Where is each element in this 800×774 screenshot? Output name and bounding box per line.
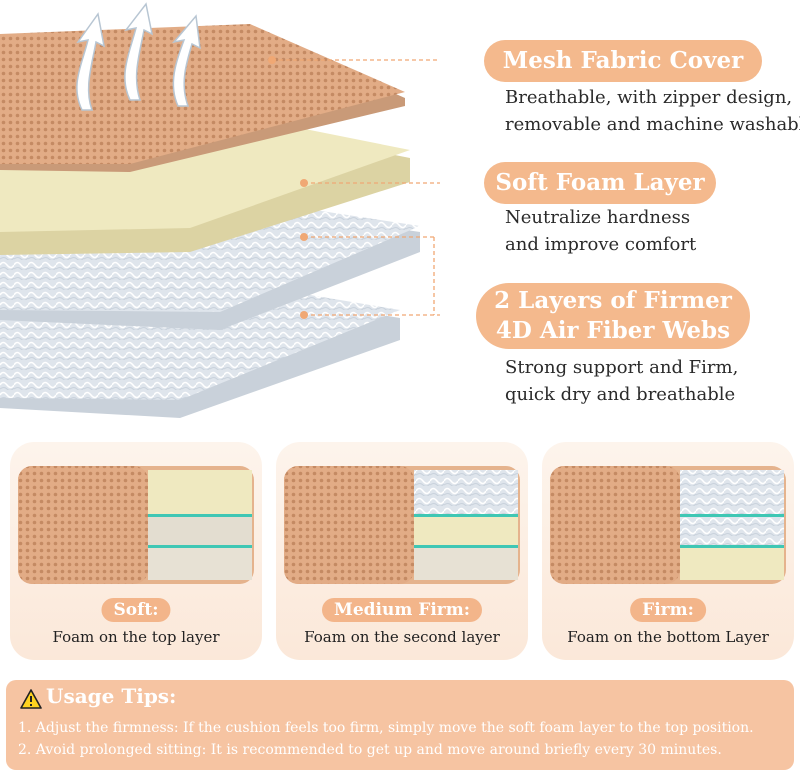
cushion-soft-image <box>18 466 254 584</box>
mode-desc-firm: Foam on the bottom Layer <box>567 628 769 646</box>
mesh-fabric-layer <box>0 24 405 172</box>
usage-tip-2: 2. Avoid prolonged sitting: It is recomm… <box>18 742 722 758</box>
soft-foam-title: Soft Foam Layer <box>484 162 716 204</box>
mode-label-medium: Medium Firm: <box>322 598 482 622</box>
firmness-card-firm: Firm: Foam on the bottom Layer <box>542 442 794 660</box>
mesh-fabric-title-text: Mesh Fabric Cover <box>502 47 744 74</box>
usage-tips-title: Usage Tips: <box>46 684 177 708</box>
mode-label-firm: Firm: <box>630 598 706 622</box>
usage-tip-1: 1. Adjust the firmness: If the cushion f… <box>18 720 754 736</box>
fiber-web-desc-line-2: quick dry and breathable <box>505 384 736 405</box>
connector-dot-foam <box>300 179 308 187</box>
airflow-arrows-icon <box>76 2 201 111</box>
connector-lines <box>272 59 440 316</box>
mesh-fabric-title: Mesh Fabric Cover <box>484 40 762 82</box>
connector-dot-mesh <box>268 56 276 64</box>
mode-desc-medium: Foam on the second layer <box>304 628 500 646</box>
soft-foam-title-text: Soft Foam Layer <box>495 169 705 196</box>
mode-label-soft: Soft: <box>101 598 171 622</box>
firmness-card-soft: Soft: Foam on the top layer <box>10 442 262 660</box>
fiber-web-description: Strong support and Firm, quick dry and b… <box>505 354 738 408</box>
fiber-web-title-line-2: 4D Air Fiber Webs <box>495 317 731 344</box>
cushion-medium-image <box>284 466 520 584</box>
cushion-firm-image <box>550 466 786 584</box>
fiber-web-title: 2 Layers of Firmer 4D Air Fiber Webs <box>476 283 750 349</box>
fiber-web-title-line-1: 2 Layers of Firmer <box>494 287 732 314</box>
soft-foam-desc-line-2: and improve comfort <box>505 234 697 255</box>
soft-foam-desc-line-1: Neutralize hardness <box>505 207 691 228</box>
mesh-fabric-description: Breathable, with zipper design, removabl… <box>505 84 800 138</box>
fiber-web-desc-line-1: Strong support and Firm, <box>505 357 739 378</box>
soft-foam-description: Neutralize hardness and improve comfort <box>505 204 696 258</box>
usage-tips-panel: Usage Tips: 1. Adjust the firmness: If t… <box>6 680 794 770</box>
firmness-card-medium: Medium Firm: Foam on the second layer <box>276 442 528 660</box>
connector-dot-fiber-2 <box>300 311 308 319</box>
mode-desc-soft: Foam on the top layer <box>52 628 220 646</box>
warning-icon <box>20 689 42 709</box>
mesh-fabric-desc-line-2: removable and machine washable <box>505 114 800 135</box>
layer-illustration <box>0 2 440 418</box>
mesh-fabric-desc-line-1: Breathable, with zipper design, <box>505 87 793 108</box>
connector-dot-fiber-1 <box>300 233 308 241</box>
